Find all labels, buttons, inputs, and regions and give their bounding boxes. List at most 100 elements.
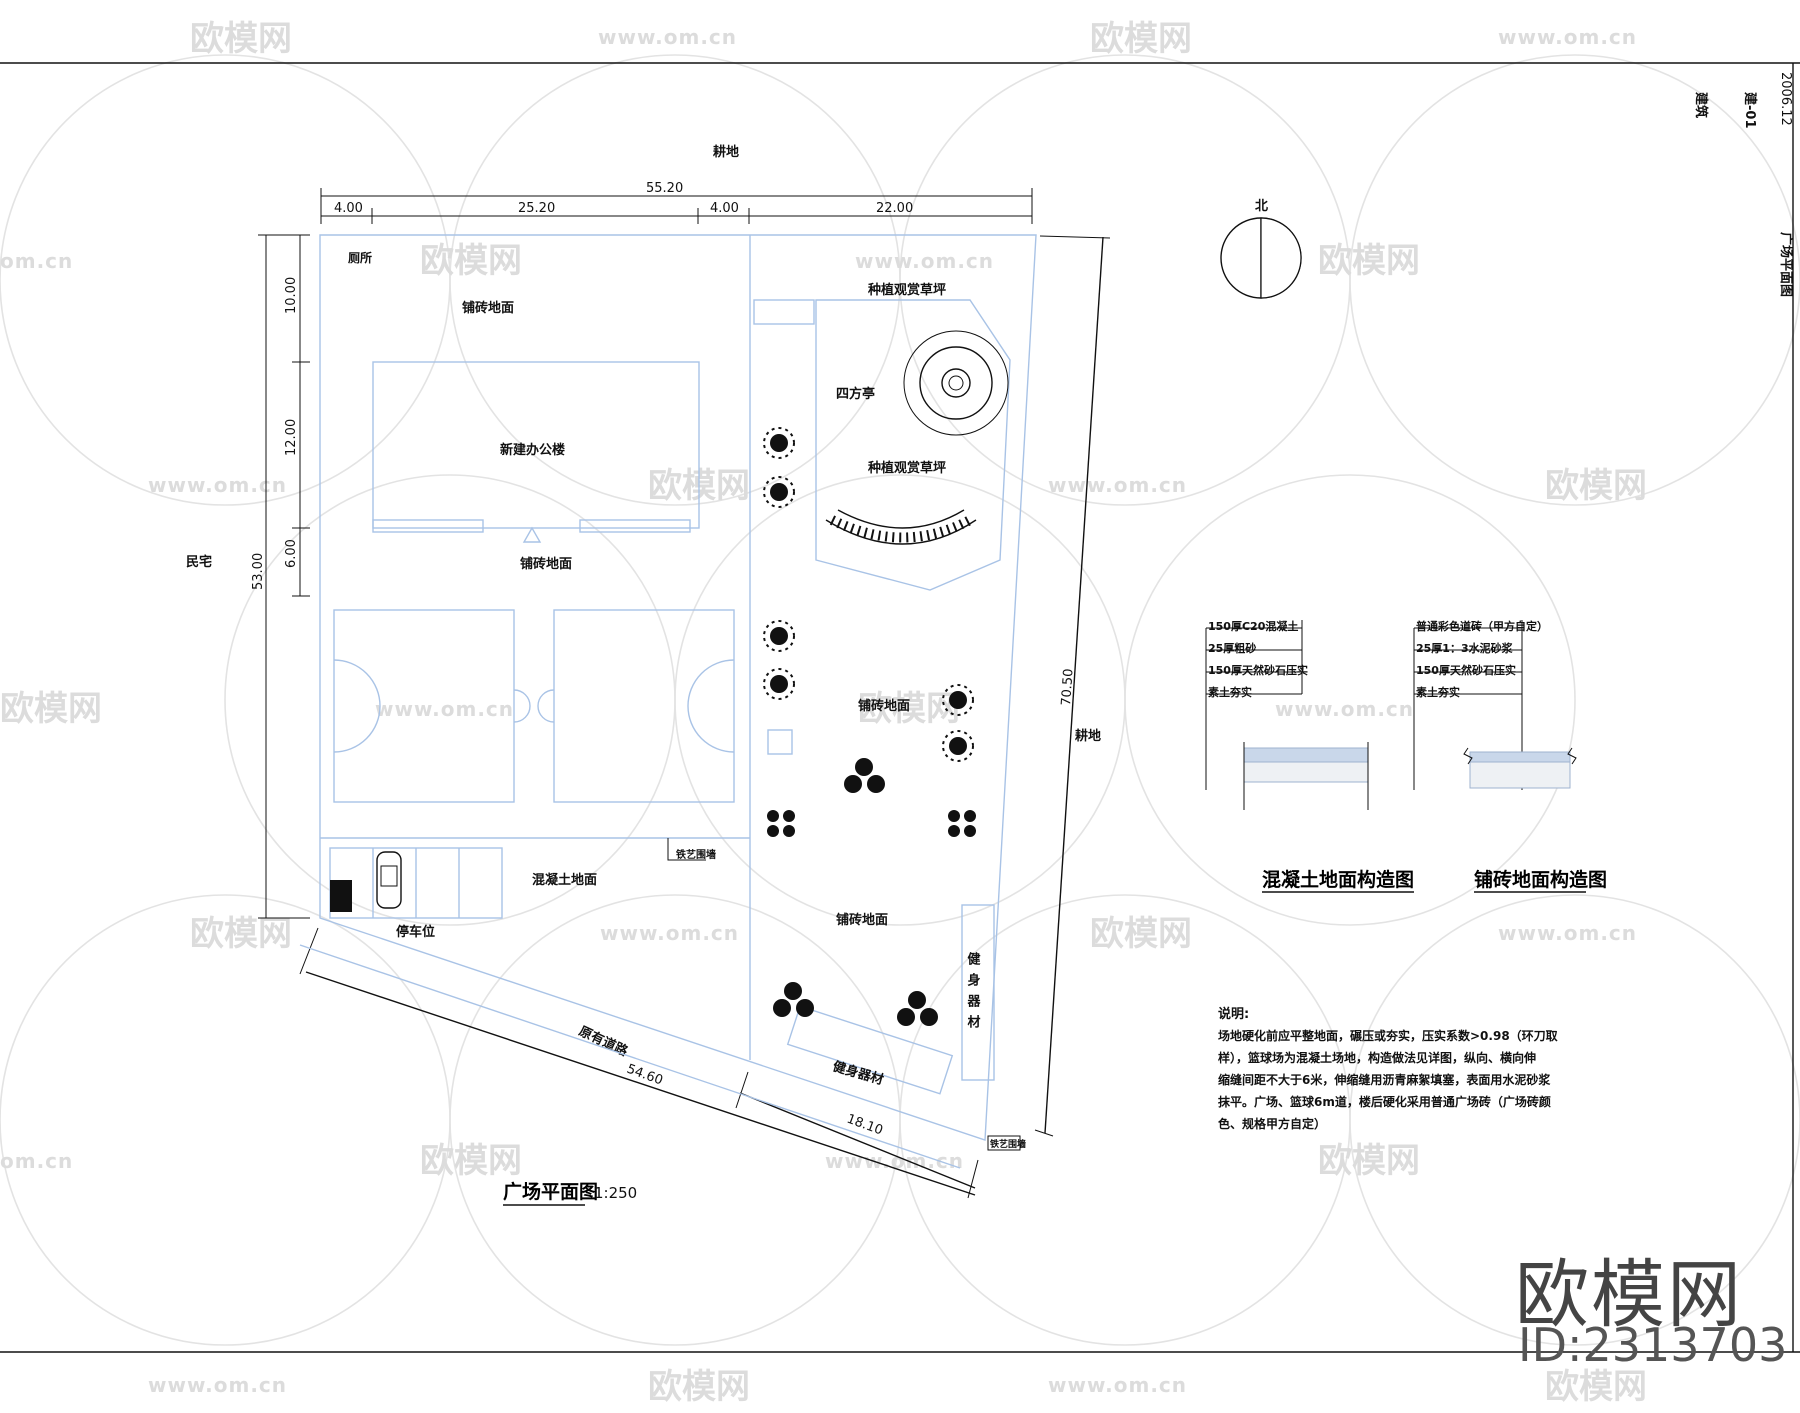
drawing-frame <box>0 62 1800 1353</box>
watermark-brand: 欧模网 <box>190 19 292 59</box>
watermark-brand: 欧模网 <box>0 689 102 729</box>
watermark-url: www.om.cn <box>148 1373 287 1397</box>
paving-layer-4: 素土夯实 <box>1416 685 1460 699</box>
dim-left-seg-1: 10.00 <box>284 277 299 314</box>
dim-left-seg-3: 6.00 <box>284 539 299 568</box>
tree-icon <box>942 730 974 762</box>
section-paving: 普通彩色道砖（甲方自定） 25厚1：3水泥砂浆 150厚天然砂石压实 素土夯实 … <box>1413 619 1607 893</box>
parking-area <box>329 847 503 919</box>
watermark-url: www.om.cn <box>1275 697 1414 721</box>
dimension-left: 53.00 10.00 12.00 6.00 <box>251 234 310 919</box>
label-fence-1: 铁艺围墙 <box>676 848 716 861</box>
watermark-url: www.om.cn <box>1048 1373 1187 1397</box>
watermark-brand: 欧模网 <box>190 914 292 954</box>
tree-symbols <box>763 427 976 1026</box>
label-north-farmland: 耕地 <box>713 144 739 160</box>
watermark-brand: 欧模网 <box>1545 1367 1647 1407</box>
label-fitness-horizontal: 健身器材 <box>831 1058 885 1088</box>
fence-marker-2 <box>987 1135 1021 1151</box>
shrub-cluster-icon <box>773 982 814 1017</box>
label-parking: 停车位 <box>396 924 435 940</box>
watermark-brand: 欧模网 <box>1090 914 1192 954</box>
watermark-url: www.om.cn <box>598 25 737 49</box>
shrub-cluster-icon <box>767 810 795 837</box>
tree-icon <box>763 427 795 459</box>
title-block: 建筑 建-01 2006.12 广场平面图 <box>1693 72 1794 297</box>
tree-icon <box>763 476 795 508</box>
north-label: 北 <box>1255 199 1268 214</box>
dimension-right: 70.50 <box>1034 235 1111 1137</box>
watermark-url: www.om.cn <box>1498 921 1637 945</box>
concrete-layer-2: 25厚粗砂 <box>1208 641 1256 655</box>
label-fitness-vertical: 健身器材 <box>965 951 982 1036</box>
watermark-texts: 欧模网 www.om.cn 欧模网 www.om.cn om.cn 欧模网 ww… <box>0 19 1647 1407</box>
notes-line-5: 色、规格甲方自定） <box>1218 1116 1326 1131</box>
paving-layer-1: 普通彩色道砖（甲方自定） <box>1416 619 1548 633</box>
office-steps-right <box>579 519 691 533</box>
label-paving-2: 铺砖地面 <box>520 556 572 572</box>
office-steps-left <box>372 519 484 533</box>
label-office: 新建办公楼 <box>500 442 565 458</box>
landscape-features <box>753 299 1011 1095</box>
section-concrete: 150厚C20混凝土 25厚粗砂 150厚天然砂石压实 素土夯实 混凝土地面构造… <box>1205 619 1414 893</box>
label-fence-2: 铁艺围墙 <box>990 1138 1026 1150</box>
dim-top-seg-4: 22.00 <box>876 201 913 216</box>
label-lawn-2: 种植观赏草坪 <box>867 460 946 476</box>
section-concrete-title: 混凝土地面构造图 <box>1262 868 1414 891</box>
office-entrance-marker <box>522 526 542 543</box>
dim-left-seg-2: 12.00 <box>284 419 299 456</box>
label-lawn-1: 种植观赏草坪 <box>867 282 946 298</box>
watermark-brand: 欧模网 <box>648 1367 750 1407</box>
office-building-outline <box>372 361 700 529</box>
shrub-cluster-icon <box>948 810 976 837</box>
section-paving-title: 铺砖地面构造图 <box>1474 868 1607 891</box>
paving-layer-3: 150厚天然砂石压实 <box>1416 663 1516 677</box>
watermark-brand: 欧模网 <box>420 241 522 281</box>
label-east-farmland: 耕地 <box>1075 728 1101 744</box>
north-arrow: 北 <box>1220 199 1302 299</box>
notes-line-4: 抹平。广场、篮球6m道，楼后硬化采用普通广场砖（广场砖颜 <box>1218 1094 1551 1109</box>
title-block-discipline: 建筑 <box>1693 92 1709 118</box>
watermark-brand: 欧模网 <box>1318 1141 1420 1181</box>
dim-right-side: 70.50 <box>1059 668 1077 706</box>
watermark-url: www.om.cn <box>600 921 739 945</box>
watermark-url: www.om.cn <box>1498 25 1637 49</box>
dim-bottom-segment: 18.10 <box>845 1112 885 1139</box>
notes-line-2: 样），篮球场为混凝土场地，构造做法见详图，纵向、横向伸 <box>1218 1050 1536 1065</box>
label-concrete: 混凝土地面 <box>532 872 597 888</box>
concrete-layer-1: 150厚C20混凝土 <box>1208 619 1298 633</box>
watermark-url: www.om.cn <box>375 697 514 721</box>
title-block-drawing-name: 广场平面图 <box>1778 232 1794 297</box>
dim-left-total: 53.00 <box>251 553 266 590</box>
design-notes: 说明: 场地硬化前应平整地面，碾压或夯实，压实系数>0.98（环刀取 样），篮球… <box>1218 1006 1558 1131</box>
dim-top-seg-1: 4.00 <box>334 201 363 216</box>
watermark-brand: 欧模网 <box>1318 241 1420 281</box>
label-paving-1: 铺砖地面 <box>462 300 514 316</box>
watermark-url: www.om.cn <box>1048 473 1187 497</box>
notes-line-1: 场地硬化前应平整地面，碾压或夯实，压实系数>0.98（环刀取 <box>1218 1028 1558 1043</box>
label-pavilion: 四方亭 <box>836 386 875 402</box>
concrete-layer-4: 素土夯实 <box>1208 685 1252 699</box>
label-toilet: 厕所 <box>348 250 372 265</box>
watermark-brand: 欧模网 <box>1545 466 1647 506</box>
watermark-url: www.om.cn <box>148 473 287 497</box>
watermark-url: om.cn <box>0 1149 73 1173</box>
notes-line-3: 缩缝间距不大于6米，伸缩缝用沥青麻絮填塞，表面用水泥砂浆 <box>1218 1072 1551 1087</box>
plan-title: 广场平面图 <box>503 1180 598 1203</box>
label-paving-3: 铺砖地面 <box>858 698 910 714</box>
tree-icon <box>763 620 795 652</box>
watermark-pattern <box>0 54 1800 1346</box>
watermark-url: om.cn <box>0 249 73 273</box>
tree-icon <box>763 668 795 700</box>
dim-top-total: 55.20 <box>646 181 683 196</box>
label-west-residence: 民宅 <box>186 554 212 570</box>
basketball-court-right <box>537 609 735 803</box>
fence-marker-1 <box>667 838 706 861</box>
notes-heading: 说明: <box>1218 1006 1249 1022</box>
parking-block <box>330 880 352 912</box>
watermark-url: www.om.cn <box>855 249 994 273</box>
paving-layer-2: 25厚1：3水泥砂浆 <box>1416 641 1514 655</box>
basketball-court-left <box>333 609 531 803</box>
title-block-date: 2006.12 <box>1778 72 1793 126</box>
